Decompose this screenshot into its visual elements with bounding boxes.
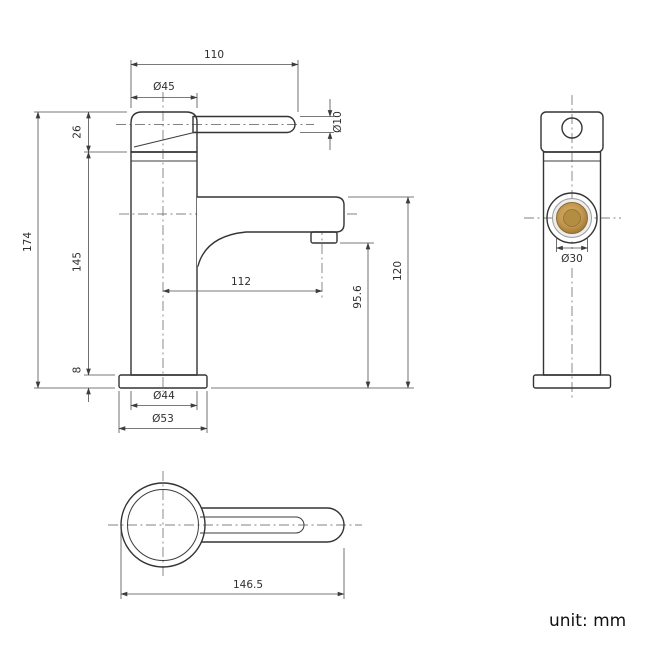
front-view-dimensions: 110 Ø45 26 Ø10 174 145	[22, 49, 414, 433]
dim-cap-dia-label: Ø45	[153, 81, 175, 93]
dim-body-height-label: 145	[72, 252, 84, 272]
base-plate-outline	[118, 374, 208, 389]
faucet-top-outline	[120, 482, 345, 568]
spout-aerator-outline	[310, 231, 338, 244]
side-base-plate-outline	[532, 374, 612, 389]
faucet-body-outline	[130, 151, 198, 376]
side-view: Ø30	[524, 95, 621, 400]
lever-handle-outline	[192, 115, 296, 134]
dim-aerator-dia-label: Ø30	[561, 253, 583, 265]
dim-overall-length-label: 146.5	[233, 579, 263, 591]
side-view-centerlines	[524, 95, 621, 400]
dim-lever-dia-label: Ø10	[332, 111, 344, 133]
dim-outlet-height-label: 95.6	[352, 285, 364, 309]
spout-outline	[196, 196, 345, 267]
dim-spout-height-label: 120	[392, 261, 404, 281]
top-body-circle	[127, 489, 199, 561]
dim-handle-height-label: 26	[72, 125, 84, 139]
faucet-front-outline	[118, 111, 345, 389]
spout-end-circle	[546, 192, 598, 244]
dim-base-plate-dia-label: Ø53	[152, 413, 174, 425]
side-view-dimensions: Ø30	[556, 237, 588, 265]
dim-top-width-label: 110	[204, 49, 224, 61]
top-lever-outline	[200, 516, 305, 534]
lever-end-circle	[561, 117, 583, 139]
aerator-core	[563, 209, 581, 227]
front-view-centerlines	[116, 92, 360, 392]
top-view-dimensions: 146.5	[120, 530, 345, 599]
dim-total-height-label: 174	[22, 232, 34, 252]
front-view: 110 Ø45 26 Ø10 174 145	[22, 49, 414, 433]
handle-seam-line	[133, 131, 197, 148]
top-view: 146.5	[108, 471, 362, 599]
dim-base-height-label: 8	[72, 367, 84, 374]
dim-body-base-dia-label: Ø44	[153, 390, 175, 402]
top-view-centerlines	[108, 471, 362, 578]
top-base-circle	[120, 482, 206, 568]
faucet-side-outline	[532, 111, 612, 389]
top-spout-outline	[200, 507, 345, 543]
unit-label: unit: mm	[549, 611, 626, 631]
dim-spout-reach-label: 112	[231, 276, 251, 288]
handle-cap-outline	[130, 111, 198, 153]
